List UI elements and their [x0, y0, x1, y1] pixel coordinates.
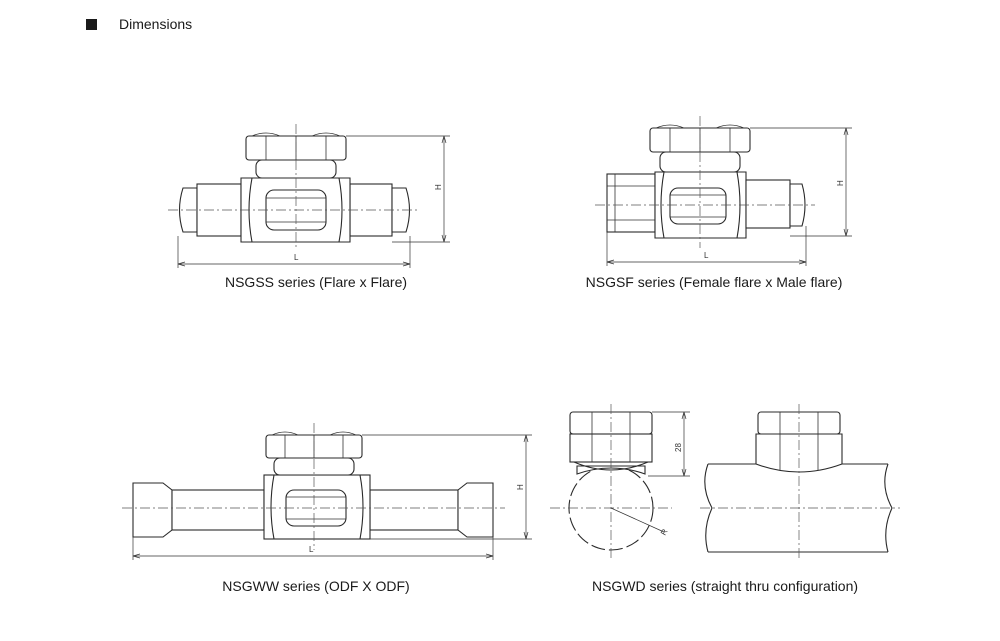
- nsgsf-height-label: H: [836, 180, 845, 186]
- caption-nsgwd: NSGWD series (straight thru configuratio…: [591, 578, 859, 594]
- drawing-nsgsf: L H: [595, 116, 852, 266]
- nsgwd-radius-label: R: [659, 527, 670, 537]
- caption-nsgww: NSGWW series (ODF X ODF): [222, 578, 410, 594]
- nsgss-length-label: L: [294, 253, 299, 262]
- nsgww-height-label: H: [516, 484, 525, 490]
- nsgss-height-label: H: [434, 184, 443, 190]
- drawing-nsgww: L H: [122, 423, 532, 560]
- caption-nsgsf: NSGSF series (Female flare x Male flare): [585, 274, 843, 290]
- drawing-nsgss: L H: [168, 124, 450, 268]
- section-title: Dimensions: [119, 16, 193, 32]
- drawing-nsgwd: R 28: [550, 404, 900, 560]
- nsgww-length-label: L: [309, 545, 314, 554]
- nsgsf-length-label: L: [704, 251, 709, 260]
- caption-nsgss: NSGSS series (Flare x Flare): [224, 274, 408, 290]
- nsgwd-height-label: 28: [674, 443, 683, 452]
- section-header: Dimensions: [86, 14, 192, 34]
- square-bullet-icon: [86, 18, 97, 30]
